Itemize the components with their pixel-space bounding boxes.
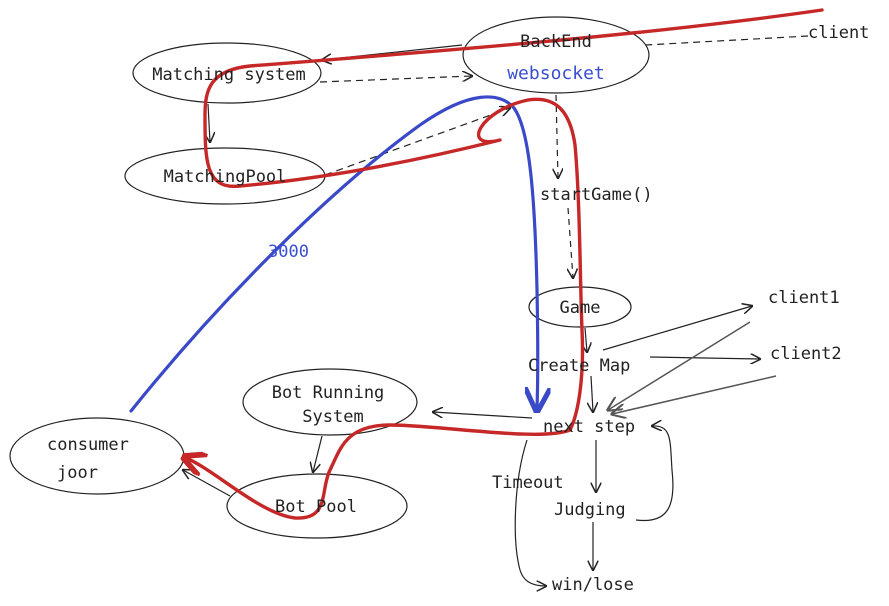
botrunning-to-botpool-arrow [313,435,323,472]
backend-label: BackEnd [520,32,592,52]
startgame-to-game-dashed [568,207,573,278]
timeout-to-winlose-arrow [514,439,546,586]
create-map-label: Create Map [528,356,630,376]
bot-pool-label: Bot Pool [275,497,357,517]
timeout-label: Timeout [492,473,564,493]
backend-ellipse [462,16,650,94]
client1-label: client1 [768,288,840,308]
bot-running-label-line2: System [302,407,363,427]
matching-system-ellipse [132,42,322,104]
blue-path-3000 [129,95,538,411]
client2-to-nextstep-arrow [612,375,777,414]
matching-pool-label: MatchingPool [164,167,287,187]
consumer-label-line1: consumer [47,435,129,455]
websocket-label: websocket [507,63,605,84]
client1-to-nextstep-arrow [608,321,751,410]
bot-running-label-line1: Bot Running [272,383,385,403]
nextstep-to-botrunning-arrow [433,412,533,419]
matching-system-label: Matching system [152,65,306,85]
pool-to-backend-dashed [324,108,510,176]
botpool-to-consumer-arrow [183,470,231,497]
consumer-label-line2: joor [57,463,98,483]
game-to-createmap-arrow [585,327,587,352]
red-path-flow [186,8,824,520]
game-label: Game [560,298,601,318]
client-label: client [808,23,869,43]
backend-to-startgame-dashed [556,94,558,178]
next-step-label: next step [543,417,635,437]
client2-label: client2 [770,344,842,364]
matching-to-pool-arrow [208,103,210,142]
createmap-to-client2-arrow [649,357,760,359]
win-lose-label: win/lose [552,575,634,595]
start-game-label: startGame() [540,185,653,205]
client-to-backend-dashed [645,35,809,46]
judging-label: Judging [554,500,626,520]
judging-loop-back-arrow [635,426,674,522]
createmap-to-client1-arrow [602,306,752,351]
bot-running-system-ellipse [242,368,418,436]
number-3000-label: 3000 [268,242,309,262]
matching-to-backend-dashed [319,76,472,83]
createmap-to-nextstep-arrow [591,375,593,412]
